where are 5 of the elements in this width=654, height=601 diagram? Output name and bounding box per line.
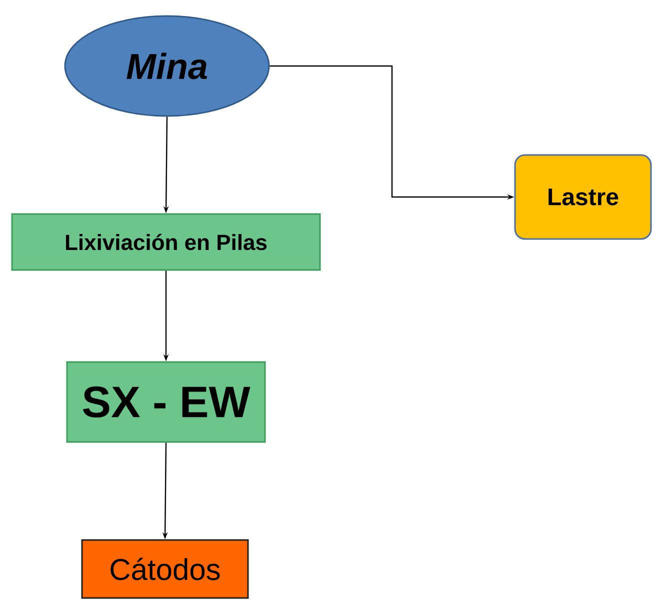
process-box: Cátodos [81,539,249,599]
process-box: Lixiviación en Pilas [11,213,321,271]
process-box: Lastre [514,154,652,240]
ellipse-node: Mina [64,15,270,117]
process-box: SX - EW [66,361,266,443]
